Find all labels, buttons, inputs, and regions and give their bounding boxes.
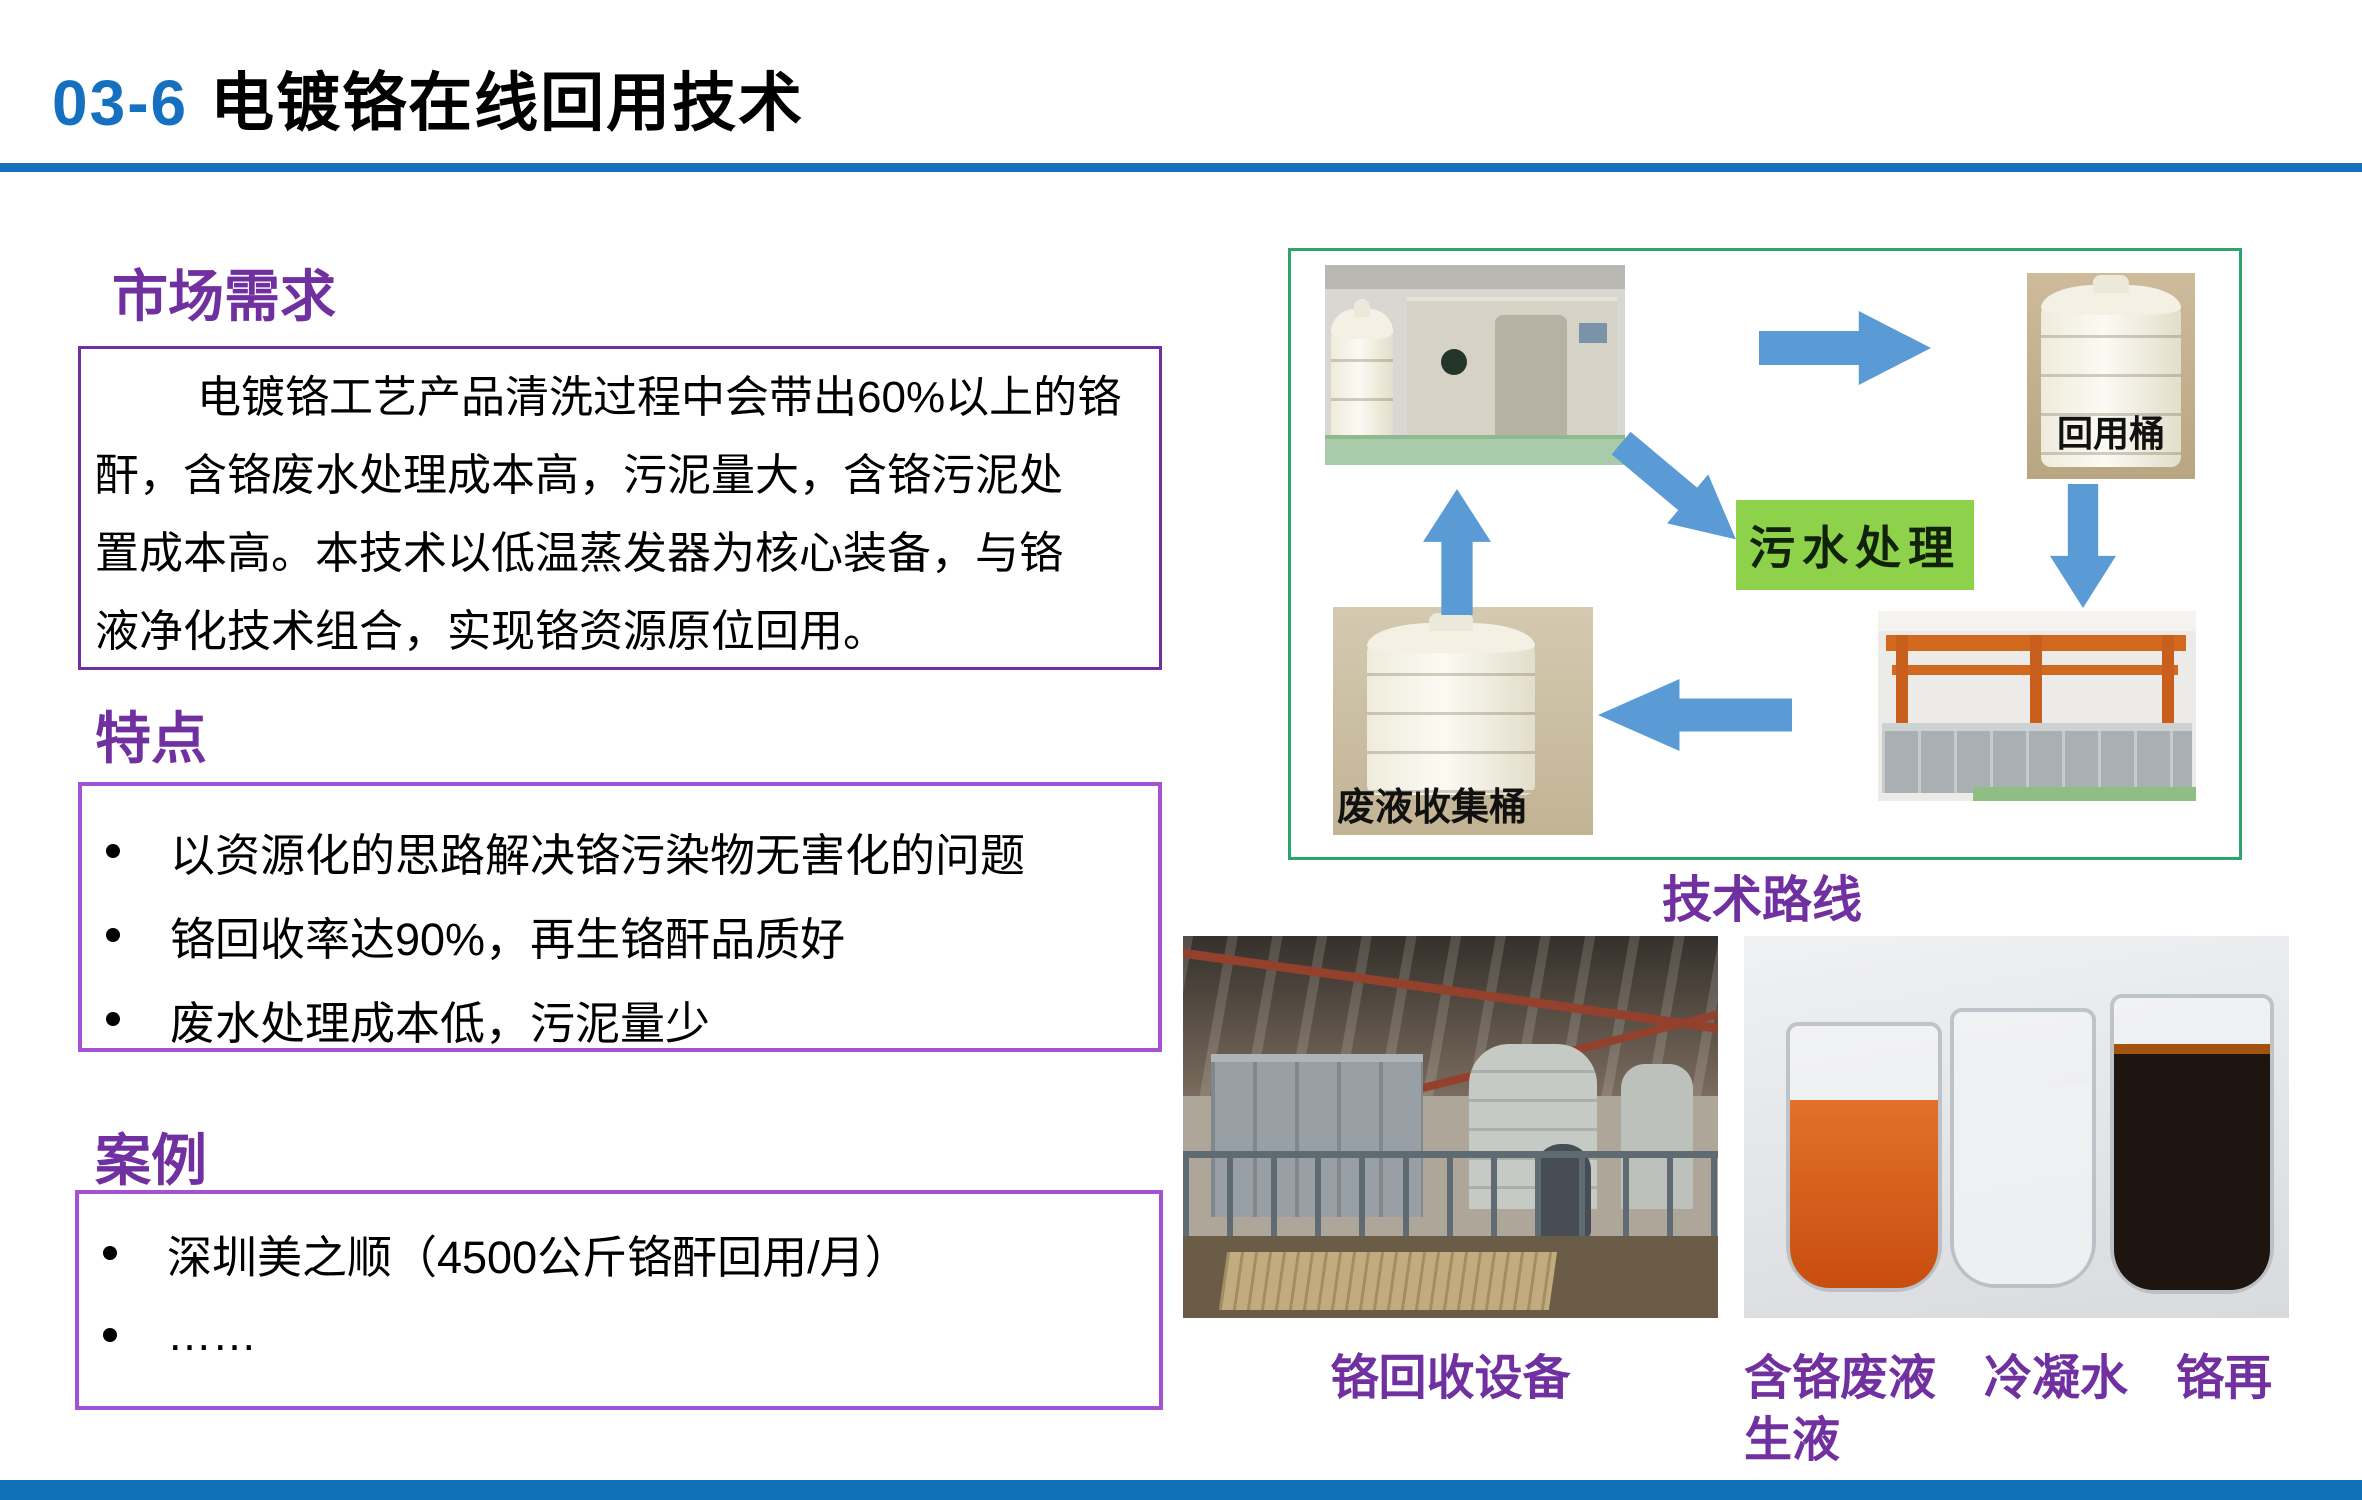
reuse-tank-photo: 回用桶	[2027, 273, 2195, 479]
case-item: 深圳美之顺（4500公斤铬酐回用/月）	[103, 1224, 910, 1283]
feature-text: 以资源化的思路解决铬污染物无害化的问题	[170, 829, 1026, 881]
page-title: 03-6 电镀铬在线回用技术	[52, 52, 804, 144]
beaker-regenerated-chrome-liquid	[2110, 994, 2274, 1294]
feature-item: 以资源化的思路解决铬污染物无害化的问题	[106, 822, 1025, 881]
arrow-right-icon	[1759, 311, 1931, 385]
plating-line-photo	[1878, 611, 2196, 801]
caption-beaker-labels-line1: 含铬废液 冷凝水 铬再	[1744, 1352, 2273, 1405]
straw-pile-graphic	[1218, 1252, 1558, 1310]
feature-item: 废水处理成本低，污泥量少	[106, 990, 710, 1049]
case-item: ……	[103, 1306, 257, 1364]
caption-beaker-labels: 含铬废液 冷凝水 铬再 生液	[1744, 1348, 2289, 1472]
arrow-diagonal-icon	[1600, 418, 1756, 563]
paragraph-line: 酐，含铬废水处理成本高，污泥量大，含铬污泥处	[95, 451, 1063, 500]
gantry-leg-graphic	[2162, 635, 2174, 729]
bullet-icon	[103, 1328, 117, 1342]
caption-beaker-labels-line2: 生液	[1744, 1414, 1841, 1467]
evaporator-equipment-photo	[1325, 265, 1625, 465]
arrow-up-icon	[1423, 489, 1491, 615]
sewage-treatment-label: 污水处理	[1736, 500, 1974, 590]
market-demand-box: 电镀铬工艺产品清洗过程中会带出60%以上的铬 酐，含铬废水处理成本高，污泥量大，…	[78, 346, 1162, 670]
heading-market-demand: 市场需求	[112, 265, 336, 328]
waste-collection-tank-photo: 废液收集桶	[1333, 607, 1593, 835]
orange-liquid-graphic	[1790, 1100, 1938, 1288]
bullet-icon	[106, 844, 120, 858]
gantry-leg-graphic	[1896, 635, 1908, 729]
arrow-left-icon	[1598, 679, 1792, 751]
evaporator-cabinet-graphic	[1407, 297, 1617, 441]
arrow-down-icon	[2050, 484, 2116, 608]
bullet-icon	[103, 1246, 117, 1260]
cases-box: 深圳美之顺（4500公斤铬酐回用/月） ……	[75, 1190, 1163, 1410]
gantry-leg-graphic	[2030, 635, 2042, 729]
dark-liquid-graphic	[2114, 1044, 2270, 1290]
title-number: 03-6	[52, 67, 189, 139]
reuse-tank-label: 回用桶	[2056, 413, 2165, 454]
waste-tank-graphic	[1367, 613, 1535, 795]
small-tank-graphic	[1331, 299, 1393, 447]
feature-text: 铬回收率达90%，再生铬酐品质好	[170, 913, 846, 965]
case-text: 深圳美之顺（4500公斤铬酐回用/月）	[167, 1231, 910, 1283]
caption-technology-route: 技术路线	[1662, 872, 1862, 928]
beakers-photo	[1744, 936, 2289, 1318]
chrome-recovery-equipment-photo	[1183, 936, 1718, 1318]
title-underline	[0, 163, 2362, 172]
feature-item: 铬回收率达90%，再生铬酐品质好	[106, 906, 845, 965]
features-box: 以资源化的思路解决铬污染物无害化的问题 铬回收率达90%，再生铬酐品质好 废水处…	[78, 782, 1162, 1052]
market-demand-paragraph: 电镀铬工艺产品清洗过程中会带出60%以上的铬 酐，含铬废水处理成本高，污泥量大，…	[95, 359, 1149, 671]
porthole-icon	[1441, 349, 1467, 375]
bullet-icon	[106, 928, 120, 942]
beaker-chrome-waste-liquid	[1786, 1022, 1942, 1292]
title-text: 电镀铬在线回用技术	[210, 67, 805, 139]
caption-chrome-recovery-equipment: 铬回收设备	[1330, 1352, 1571, 1405]
technology-route-diagram: 回用桶 污水处理 废液收集桶	[1288, 248, 2242, 860]
paragraph-line: 电镀铬工艺产品清洗过程中会带出60%以上的铬	[197, 373, 1122, 422]
steel-door-graphic	[1495, 315, 1567, 441]
heading-cases: 案例	[95, 1129, 207, 1192]
green-floor-graphic	[1973, 787, 2196, 801]
clear-liquid-graphic	[1954, 1086, 2092, 1284]
heading-features: 特点	[95, 707, 207, 770]
paragraph-line: 置成本高。本技术以低温蒸发器为核心装备，与铬	[95, 529, 1063, 578]
case-text: ……	[167, 1309, 257, 1360]
beaker-condensate-water	[1950, 1008, 2096, 1288]
bottom-bar	[0, 1480, 2362, 1500]
bullet-icon	[106, 1012, 120, 1026]
waste-tank-label: 废液收集桶	[1337, 787, 1528, 829]
plating-tanks-graphic	[1882, 723, 2192, 793]
paragraph-line: 液净化技术组合，实现铬资源原位回用。	[95, 607, 887, 656]
feature-text: 废水处理成本低，污泥量少	[170, 997, 711, 1049]
reuse-tank-graphic	[2041, 275, 2181, 467]
control-panel-graphic	[1579, 323, 1607, 343]
green-floor-graphic	[1325, 435, 1625, 465]
